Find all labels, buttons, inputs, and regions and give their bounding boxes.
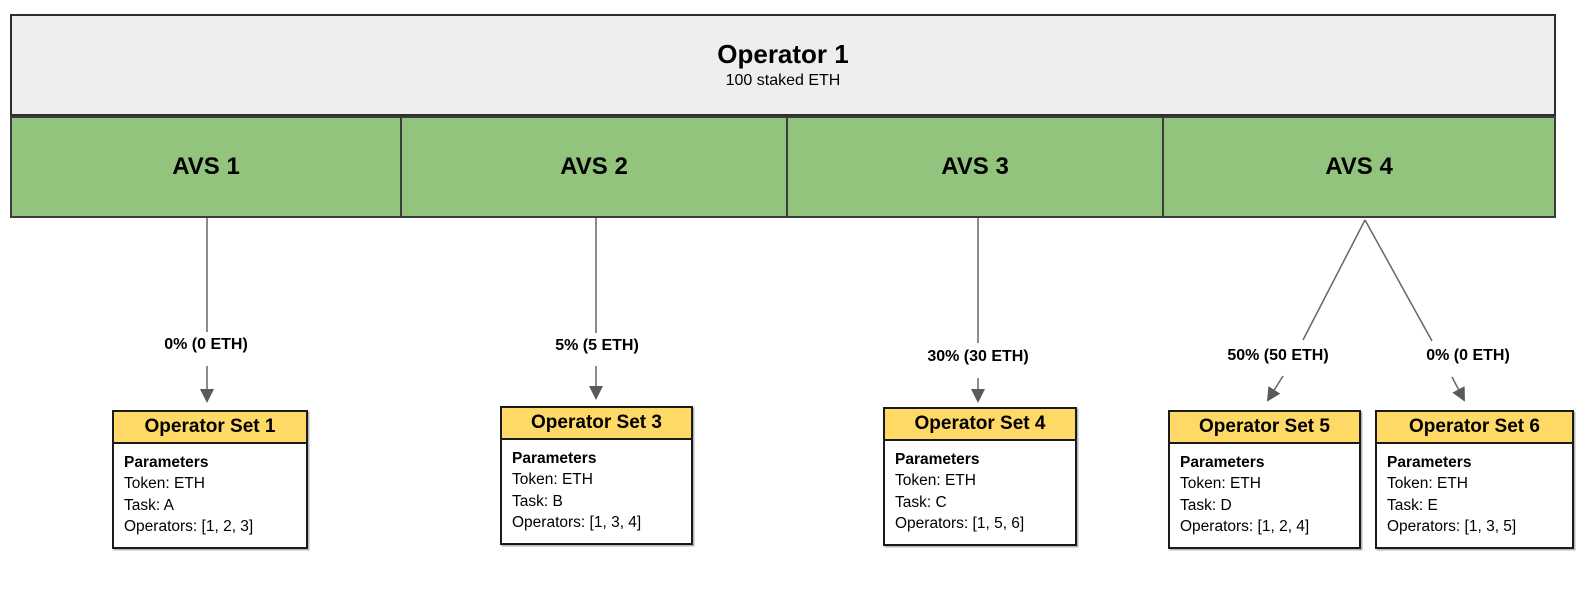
avs-row: AVS 1 AVS 2 AVS 3 AVS 4 xyxy=(10,116,1556,218)
operator-set-box-1: Operator Set 1 Parameters Token: ETH Tas… xyxy=(112,410,308,550)
token-line: Token: ETH xyxy=(1387,475,1468,493)
operator-set-body-4: Parameters Token: ETH Task: C Operators:… xyxy=(885,441,1075,545)
avs-cell-3: AVS 3 xyxy=(788,118,1164,216)
operator-set-body-1: Parameters Token: ETH Task: A Operators:… xyxy=(114,444,306,548)
operator-set-body-5: Parameters Token: ETH Task: D Operators:… xyxy=(1170,444,1359,548)
edge-avs4-right-arrow xyxy=(1451,376,1465,402)
edge-avs4-left-arrow xyxy=(1266,375,1284,402)
operator-set-box-3: Operator Set 3 Parameters Token: ETH Tas… xyxy=(500,406,693,546)
operator-box: Operator 1 100 staked ETH xyxy=(10,14,1556,116)
allocation-label-avs1: 0% (0 ETH) xyxy=(162,336,250,353)
allocation-label-avs3: 30% (30 ETH) xyxy=(925,348,1031,365)
allocation-label-avs4-left: 50% (50 ETH) xyxy=(1225,347,1331,364)
operator-set-body-3: Parameters Token: ETH Task: B Operators:… xyxy=(502,440,691,544)
operator-set-title-3: Operator Set 3 xyxy=(502,408,691,440)
operator-stake: 100 staked ETH xyxy=(725,72,841,90)
avs-label-3: AVS 3 xyxy=(941,153,1009,180)
task-line: Task: C xyxy=(895,493,947,511)
allocation-label-avs4-right: 0% (0 ETH) xyxy=(1424,347,1512,364)
params-heading: Parameters xyxy=(124,453,209,471)
avs-label-1: AVS 1 xyxy=(172,153,240,180)
operators-line: Operators: [1, 3, 5] xyxy=(1387,517,1517,535)
avs-cell-1: AVS 1 xyxy=(12,118,402,216)
operators-line: Operators: [1, 5, 6] xyxy=(895,514,1025,532)
operator-title: Operator 1 xyxy=(717,38,849,69)
operators-line: Operators: [1, 3, 4] xyxy=(512,513,642,531)
edge-avs4-right-line xyxy=(1364,219,1433,342)
token-line: Token: ETH xyxy=(124,475,205,493)
operator-set-title-5: Operator Set 5 xyxy=(1170,412,1359,444)
avs-label-2: AVS 2 xyxy=(560,153,628,180)
avs-cell-2: AVS 2 xyxy=(402,118,788,216)
token-line: Token: ETH xyxy=(895,472,976,490)
operators-line: Operators: [1, 2, 3] xyxy=(124,517,254,535)
avs-cell-4: AVS 4 xyxy=(1164,118,1554,216)
allocation-label-avs2: 5% (5 ETH) xyxy=(553,337,641,354)
params-heading: Parameters xyxy=(895,450,980,468)
params-heading: Parameters xyxy=(512,449,597,467)
task-line: Task: A xyxy=(124,496,174,514)
operator-set-title-4: Operator Set 4 xyxy=(885,409,1075,441)
operator-set-box-4: Operator Set 4 Parameters Token: ETH Tas… xyxy=(883,407,1077,547)
edge-avs4-left-line xyxy=(1302,219,1366,341)
task-line: Task: D xyxy=(1180,496,1232,514)
task-line: Task: E xyxy=(1387,496,1438,514)
operator-set-title-6: Operator Set 6 xyxy=(1377,412,1572,444)
avs-label-4: AVS 4 xyxy=(1325,153,1393,180)
params-heading: Parameters xyxy=(1387,453,1472,471)
params-heading: Parameters xyxy=(1180,453,1265,471)
task-line: Task: B xyxy=(512,492,563,510)
operator-set-body-6: Parameters Token: ETH Task: E Operators:… xyxy=(1377,444,1572,548)
token-line: Token: ETH xyxy=(512,471,593,489)
operator-set-title-1: Operator Set 1 xyxy=(114,412,306,444)
operator-set-box-6: Operator Set 6 Parameters Token: ETH Tas… xyxy=(1375,410,1574,550)
operators-line: Operators: [1, 2, 4] xyxy=(1180,517,1310,535)
operator-set-box-5: Operator Set 5 Parameters Token: ETH Tas… xyxy=(1168,410,1361,550)
token-line: Token: ETH xyxy=(1180,475,1261,493)
